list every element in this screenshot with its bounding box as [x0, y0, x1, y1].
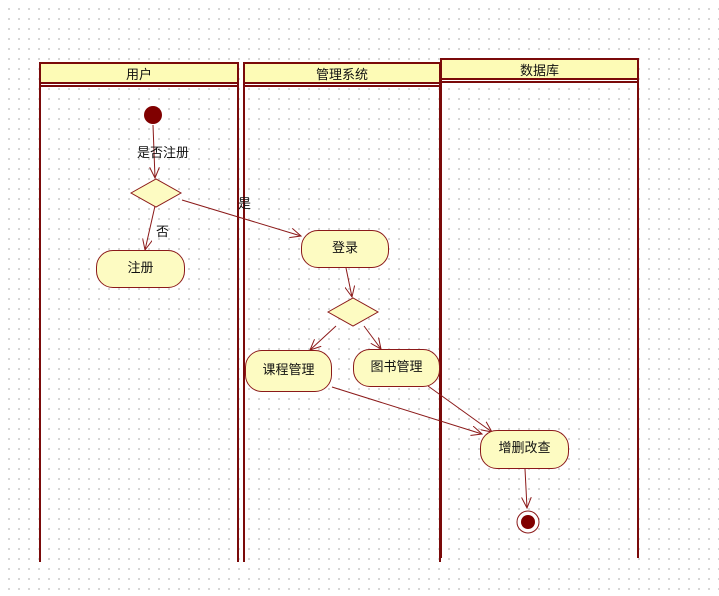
label-yes: 是	[238, 197, 252, 212]
flow-decision2-to-course	[310, 325, 337, 350]
flow-start-to-decision	[153, 124, 155, 178]
flow-crud-to-end	[525, 468, 527, 508]
flow-decision-to-register	[145, 205, 156, 250]
activity-login: 登录	[301, 230, 389, 268]
label-no: 否	[156, 225, 170, 240]
flow-book-to-crud	[427, 385, 492, 432]
activity-crud: 增删改查	[480, 430, 569, 469]
start-node	[144, 106, 162, 124]
swimlane-database-header: 数据库	[440, 58, 639, 83]
activity-book-management: 图书管理	[353, 349, 440, 387]
activity-register: 注册	[96, 250, 185, 288]
swimlane-user: 用户	[39, 62, 239, 562]
swimlane-user-header: 用户	[39, 62, 239, 87]
swimlane-database: 数据库	[440, 58, 639, 558]
swimlane-management-system-header: 管理系统	[243, 62, 441, 87]
decision-module	[326, 297, 380, 327]
flow-decision-to-login	[181, 199, 301, 236]
label-register-question: 是否注册	[137, 146, 190, 161]
end-node-core	[521, 515, 535, 529]
flow-decision2-to-book	[363, 325, 381, 349]
decision-register	[129, 178, 183, 208]
activity-course-management: 课程管理	[245, 350, 332, 392]
flow-course-to-crud	[331, 386, 482, 434]
flow-login-to-decision2	[346, 267, 352, 297]
